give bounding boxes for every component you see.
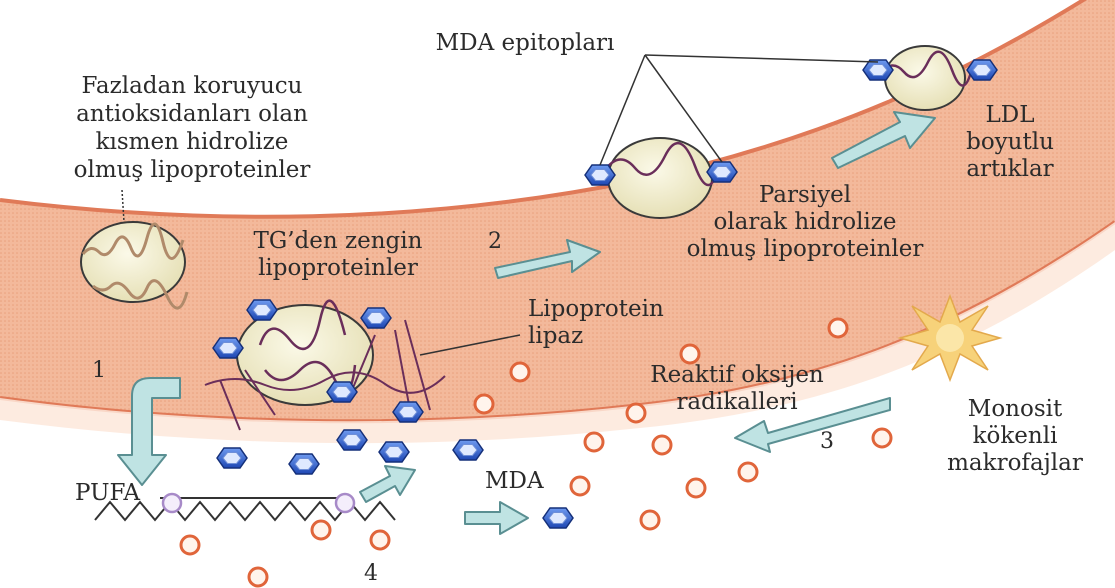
label-line: olarak hidrolize xyxy=(640,209,970,236)
label-line: lipaz xyxy=(528,323,664,350)
ros-circle-icon xyxy=(571,477,589,495)
label-line: Monosit xyxy=(925,396,1105,423)
label-tg-rich: TG’den zengin lipoproteinler xyxy=(208,228,468,282)
macrophage-burst-icon xyxy=(900,296,1000,380)
pufa-double-bond-icon xyxy=(163,494,181,512)
label-line: kökenli xyxy=(925,423,1105,450)
label-line: Lipoprotein xyxy=(528,296,664,323)
label-line: Reaktif oksijen xyxy=(612,362,862,389)
label-mda: MDA xyxy=(485,468,544,495)
mda-hexagon-icon xyxy=(327,382,357,402)
ros-circle-icon xyxy=(312,521,330,539)
label-reactive-oxygen: Reaktif oksijen radikalleri xyxy=(612,362,862,416)
ros-circle-icon xyxy=(829,319,847,337)
mda-hexagon-icon xyxy=(217,448,247,468)
mda-hexagon-icon xyxy=(379,442,409,462)
mda-hexagon-icon xyxy=(543,508,573,528)
label-line: Fazladan koruyucu xyxy=(42,72,342,100)
label-line: kısmen hidrolize xyxy=(42,128,342,156)
ros-circle-icon xyxy=(249,568,267,586)
mda-hexagon-icon xyxy=(361,308,391,328)
step-number-4: 4 xyxy=(364,560,378,587)
label-ldl-remnants: LDL boyutlu artıklar xyxy=(940,102,1080,183)
label-line: lipoproteinler xyxy=(208,255,468,282)
label-partially-hydrolyzed: Parsiyel olarak hidrolize olmuş lipoprot… xyxy=(640,182,970,263)
label-line: artıklar xyxy=(940,156,1080,183)
ros-circle-icon xyxy=(181,536,199,554)
mda-hexagon-icon xyxy=(707,162,737,182)
label-partially-hydrolyzed-antioxidant: Fazladan koruyucu antioksidanları olan k… xyxy=(42,72,342,184)
mda-hexagon-icon xyxy=(863,60,893,80)
label-line: olmuş lipoproteinler xyxy=(42,156,342,184)
ros-circle-icon xyxy=(641,511,659,529)
label-line: LDL xyxy=(940,102,1080,129)
step-number-1: 1 xyxy=(92,357,106,384)
ros-circle-icon xyxy=(653,436,671,454)
label-line: TG’den zengin xyxy=(208,228,468,255)
ros-circle-icon xyxy=(739,463,757,481)
ros-circle-icon xyxy=(511,363,529,381)
mda-hexagon-icon xyxy=(337,430,367,450)
mda-hexagon-icon xyxy=(213,338,243,358)
mda-hexagon-icon xyxy=(247,300,277,320)
mda-hexagon-icon xyxy=(393,402,423,422)
label-line: radikalleri xyxy=(612,389,862,416)
label-line: makrofajlar xyxy=(925,450,1105,477)
label-lipoprotein-lipase: Lipoprotein lipaz xyxy=(528,296,664,350)
label-macrophages: Monosit kökenli makrofajlar xyxy=(925,396,1105,477)
ros-circle-icon xyxy=(873,429,891,447)
ros-circle-icon xyxy=(371,531,389,549)
mda-hexagon-icon xyxy=(289,454,319,474)
ros-circle-icon xyxy=(475,395,493,413)
label-line: boyutlu xyxy=(940,129,1080,156)
step-number-3: 3 xyxy=(820,428,834,455)
mda-hexagon-icon xyxy=(585,165,615,185)
label-mda-epitopes: MDA epitopları xyxy=(400,30,650,57)
label-line: antioksidanları olan xyxy=(42,100,342,128)
ros-circle-icon xyxy=(687,479,705,497)
label-line: Parsiyel xyxy=(640,182,970,209)
label-line: olmuş lipoproteinler xyxy=(640,236,970,263)
mda-hexagon-icon xyxy=(967,60,997,80)
step-number-2: 2 xyxy=(488,228,502,255)
mda-hexagon-icon xyxy=(453,440,483,460)
ros-circle-icon xyxy=(585,433,603,451)
pufa-double-bond-icon xyxy=(336,494,354,512)
ros-circle-icon xyxy=(681,345,699,363)
label-pufa: PUFA xyxy=(75,480,140,507)
